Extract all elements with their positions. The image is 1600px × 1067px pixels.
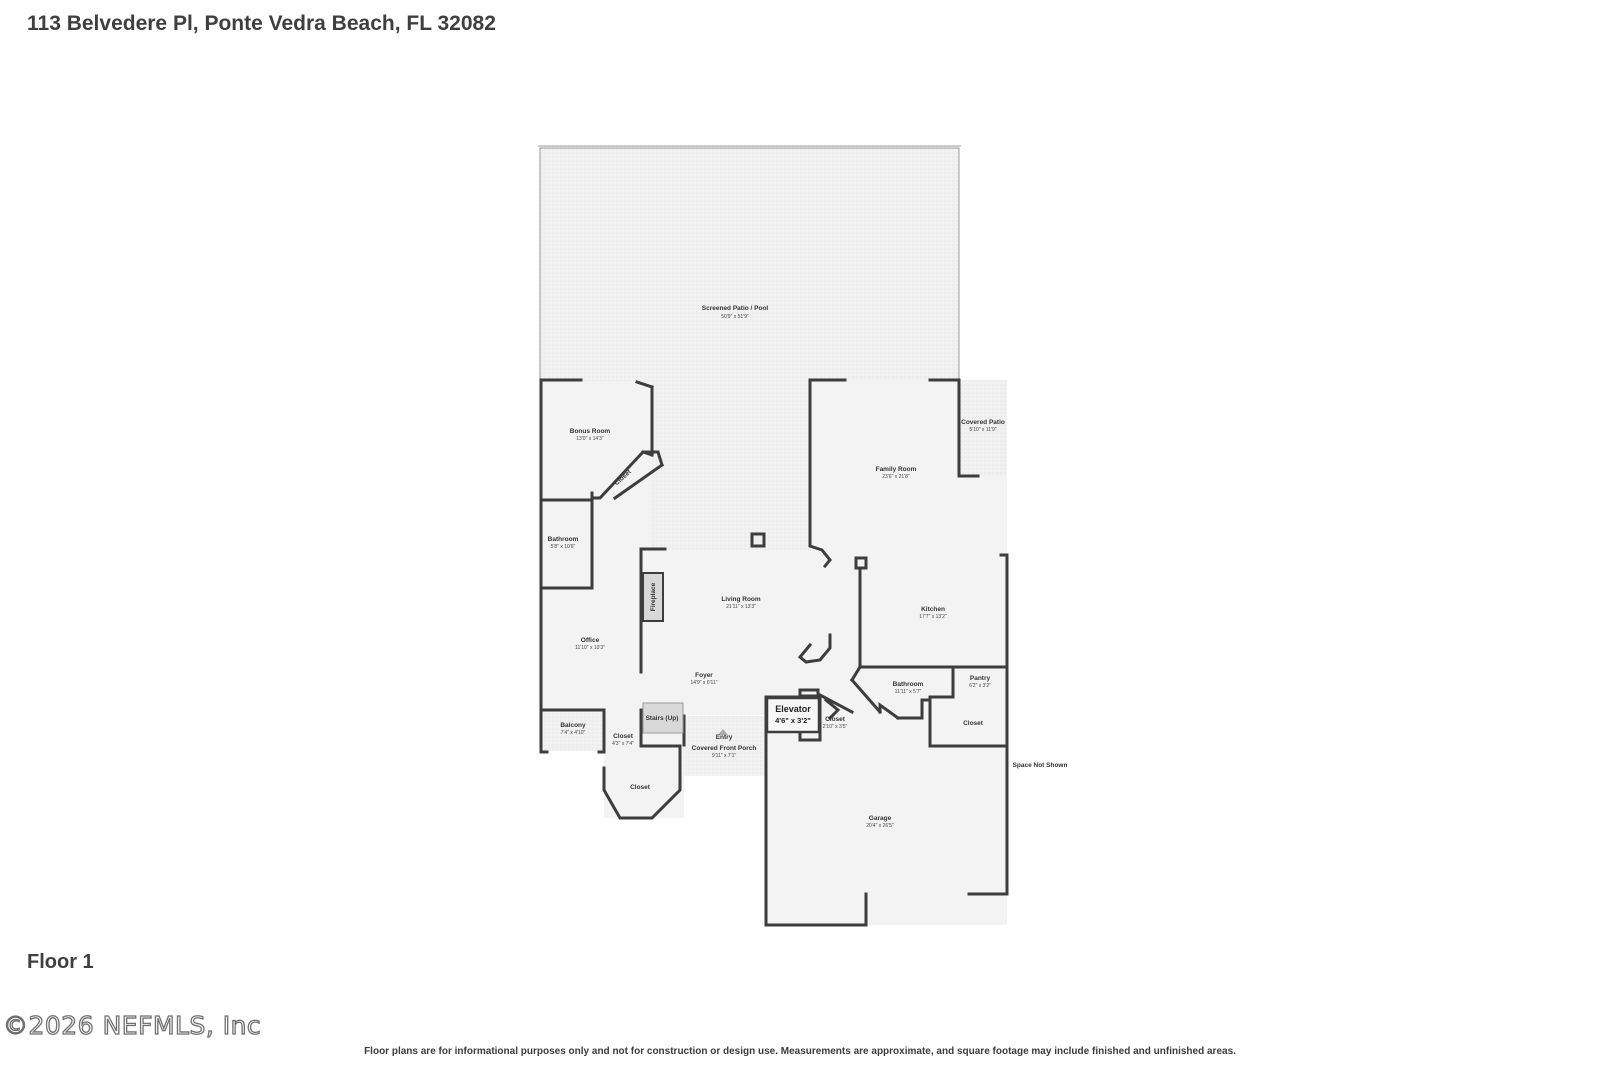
screen-enclosure <box>539 147 960 385</box>
room-label-garage: Garage <box>869 815 892 822</box>
room-dims-family-room: 23'6" x 21'8" <box>882 474 910 480</box>
screened-patio-area <box>540 148 959 385</box>
fireplace-block <box>642 572 664 622</box>
room-dims-covered-patio: 5'10" x 11'9" <box>969 427 996 433</box>
room-dims-bonus-room: 13'0" x 14'3" <box>576 436 604 442</box>
covered-patio-area <box>959 380 1007 476</box>
room-label-stairs: Stairs (Up) <box>646 715 679 722</box>
room-dims-garage: 20'4" x 26'5" <box>866 823 894 829</box>
room-label-foyer: Foyer <box>695 672 713 679</box>
copyright-watermark: ©2026 NEFMLS, Inc <box>2 1010 262 1040</box>
room-label-closet-a: Closet <box>613 733 634 740</box>
entry-porch-area <box>684 716 766 776</box>
room-label-closet-d: Closet <box>630 784 651 791</box>
entry-arrow-icon <box>718 729 728 735</box>
room-dims-office: 11'10" x 10'3" <box>575 645 605 651</box>
room-label-living-room: Living Room <box>721 596 761 603</box>
room-dims-foyer: 14'9" x 6'11" <box>690 680 717 686</box>
room-label-bonus-room: Bonus Room <box>570 428 611 435</box>
elevator-box <box>765 696 821 734</box>
property-address: 113 Belvedere Pl, Ponte Vedra Beach, FL … <box>27 12 496 35</box>
room-dims-balcony: 7'4" x 4'10" <box>561 730 586 736</box>
room-label-covered-patio: Covered Patio <box>961 419 1005 426</box>
walls <box>539 378 1009 927</box>
room-dims-bathroom-1: 5'8" x 10'6" <box>551 544 576 550</box>
room-label-bathroom-2: Bathroom <box>893 681 924 688</box>
patio-lower-extension <box>651 380 809 550</box>
room-label-fireplace: Fireplace <box>650 582 657 611</box>
room-label-elevator: Elevator <box>775 704 811 714</box>
room-label-entry-sub: Covered Front Porch <box>692 745 757 752</box>
room-label-screened-patio: Screened Patio / Pool <box>702 305 769 312</box>
room-label-kitchen: Kitchen <box>921 606 945 613</box>
room-label-entry: Entry <box>716 734 733 741</box>
room-label-space-not-shown: Space Not Shown <box>1013 762 1068 769</box>
room-dims-elevator: 4'6" x 3'2" <box>775 716 811 725</box>
room-label-closet-c: Closet <box>963 720 984 727</box>
room-label-office: Office <box>581 637 600 644</box>
room-dims-closet-b: 2'10" x 3'5" <box>823 724 848 730</box>
floor-label: Floor 1 <box>27 951 94 973</box>
room-dims-screened-patio: 50'9" x 51'9" <box>721 314 749 320</box>
stairs-block <box>642 702 684 734</box>
disclaimer-text: Floor plans are for informational purpos… <box>364 1046 1236 1057</box>
room-dims-entry: 9'11" x 7'1" <box>712 753 736 759</box>
room-dims-living-room: 21'11" x 13'3" <box>726 604 756 610</box>
room-dims-pantry: 6'2" x 3'2" <box>969 683 991 689</box>
room-label-family-room: Family Room <box>876 466 917 473</box>
room-dims-kitchen: 17'7" x 13'2" <box>919 614 947 620</box>
room-dims-bathroom-2: 11'11" x 5'7" <box>895 689 922 695</box>
room-label-bathroom-1: Bathroom <box>548 536 579 543</box>
room-dims-closet-a: 4'3" x 7'4" <box>612 741 634 747</box>
room-label-closet-b: Closet <box>825 716 846 723</box>
room-label-pantry: Pantry <box>970 675 991 682</box>
balcony-area <box>542 713 604 751</box>
room-label-balcony: Balcony <box>560 722 586 729</box>
